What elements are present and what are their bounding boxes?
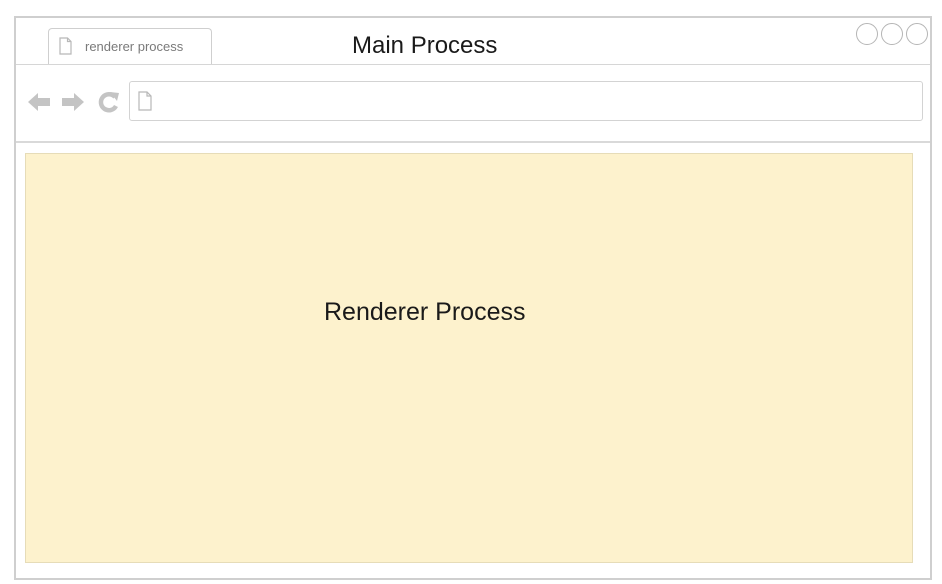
back-arrow-icon[interactable] — [26, 89, 52, 115]
reload-icon[interactable] — [96, 89, 122, 115]
page-icon — [138, 91, 152, 111]
title-bar: renderer process Main Process — [16, 18, 930, 65]
tab-renderer-process[interactable]: renderer process — [48, 28, 212, 64]
window-control-circle-icon[interactable] — [906, 23, 928, 45]
window-control-circle-icon[interactable] — [881, 23, 903, 45]
page-icon — [59, 37, 72, 55]
renderer-process-label: Renderer Process — [324, 298, 526, 326]
forward-arrow-icon[interactable] — [60, 89, 86, 115]
browser-window: renderer process Main Process Re — [14, 16, 932, 580]
address-bar[interactable] — [129, 81, 923, 121]
tab-label: renderer process — [85, 39, 184, 54]
window-control-circle-icon[interactable] — [856, 23, 878, 45]
window-controls — [856, 23, 928, 45]
main-process-title: Main Process — [352, 32, 498, 59]
renderer-process-area: Renderer Process — [25, 153, 913, 563]
browser-toolbar — [16, 65, 930, 143]
